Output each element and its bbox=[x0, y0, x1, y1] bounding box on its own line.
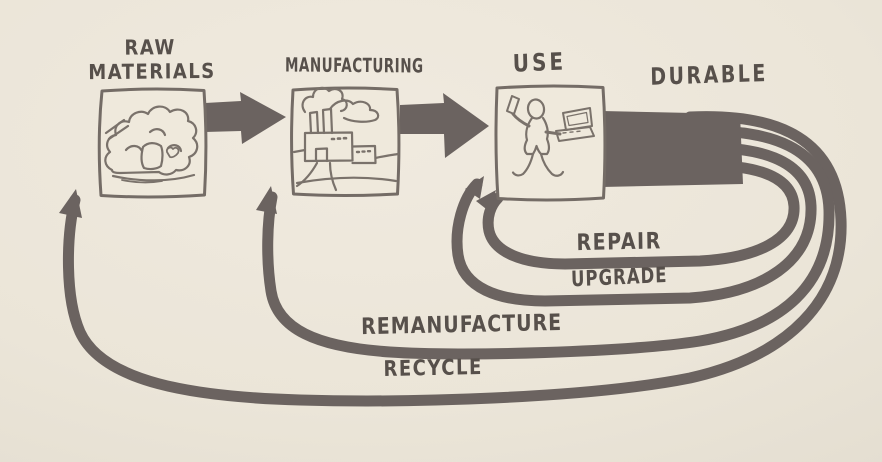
repair-loop-arrow bbox=[476, 160, 800, 270]
recycle-loop-arrow bbox=[59, 111, 847, 407]
recycle-loop-label: RECYCLE bbox=[383, 354, 483, 383]
repair-loop-label: REPAIR bbox=[576, 227, 662, 257]
raw-to-manufacturing-arrow bbox=[205, 92, 286, 144]
manufacturing-to-use-arrow bbox=[400, 93, 489, 158]
durable-output-band bbox=[602, 111, 743, 187]
raw-materials-label: RAW MATERIALS bbox=[88, 35, 216, 85]
durable-label: DURABLE bbox=[649, 59, 769, 92]
remanufacture-loop-label: REMANUFACTURE bbox=[360, 309, 563, 341]
use-label: USE bbox=[512, 46, 567, 78]
upgrade-loop-arrow bbox=[451, 142, 817, 307]
factory-icon bbox=[292, 86, 400, 192]
use-box bbox=[494, 84, 607, 202]
person-with-phone-and-laptop-icon bbox=[506, 95, 595, 177]
remanufacture-loop-arrow bbox=[256, 125, 835, 360]
upgrade-loop-label: UPGRADE bbox=[570, 262, 668, 292]
scrap-pile-icon bbox=[104, 105, 199, 184]
manufacturing-box bbox=[290, 86, 401, 197]
manufacturing-label: MANUFACTURING bbox=[284, 54, 424, 79]
